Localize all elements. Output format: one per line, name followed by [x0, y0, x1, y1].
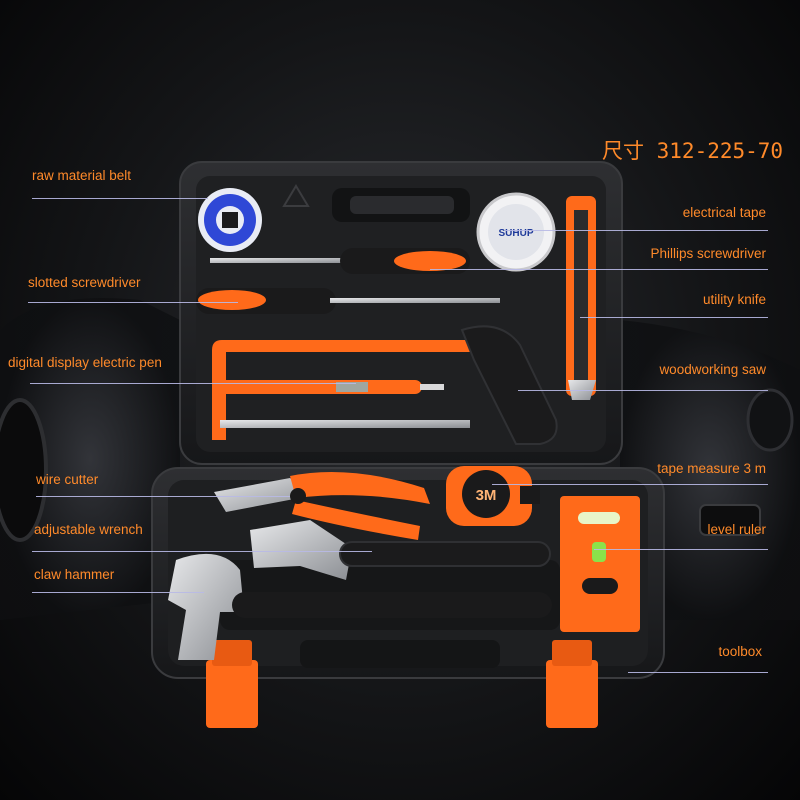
leader-slotted-screwdriver [28, 302, 238, 303]
leader-tape-measure [492, 484, 768, 485]
label-digital-pen: digital display electric pen [8, 355, 162, 370]
label-electrical-tape: electrical tape [682, 205, 766, 220]
leader-wire-cutter [36, 496, 290, 497]
woodworking-saw [212, 325, 558, 445]
label-adjustable-wrench: adjustable wrench [34, 522, 143, 537]
phillips-screwdriver [210, 248, 470, 274]
toolbox-latches [206, 640, 598, 728]
leader-level-ruler [594, 549, 768, 550]
label-slotted-screwdriver: slotted screwdriver [28, 275, 141, 290]
electrical-tape-brand: SUHUP [498, 228, 533, 239]
level-ruler [560, 496, 640, 632]
size-spec-text: 尺寸 312-225-70 [602, 139, 784, 163]
leader-adjustable-wrench [32, 551, 372, 552]
electrical-tape: SUHUP [476, 192, 556, 272]
label-level-ruler: level ruler [707, 522, 766, 537]
raw-material-belt [198, 188, 262, 252]
claw-hammer [168, 553, 552, 660]
label-toolbox: toolbox [718, 644, 762, 659]
slotted-screwdriver [196, 288, 500, 314]
label-claw-hammer: claw hammer [34, 567, 115, 582]
wire-cutter [214, 472, 430, 540]
label-tape-measure: tape measure 3 m [657, 461, 766, 476]
leader-toolbox [628, 672, 768, 673]
leader-woodworking-saw [518, 390, 768, 391]
label-woodworking-saw: woodworking saw [659, 362, 766, 377]
utility-knife [566, 196, 596, 400]
tape-measure: 3M [446, 466, 540, 526]
leader-claw-hammer [32, 592, 204, 593]
recycle-mark [282, 184, 310, 207]
label-wire-cutter: wire cutter [36, 472, 99, 487]
leader-electrical-tape [506, 230, 768, 231]
label-utility-knife: utility knife [702, 292, 766, 307]
leader-utility-knife [580, 317, 768, 318]
leader-raw-material-belt [32, 198, 208, 199]
leader-phillips-screwdriver [430, 269, 768, 270]
tape-measure-brand: 3M [476, 487, 497, 504]
leader-digital-pen [30, 383, 356, 384]
adjustable-wrench [250, 520, 551, 580]
label-raw-material-belt: raw material belt [32, 168, 132, 183]
label-phillips-screwdriver: Phillips screwdriver [650, 246, 766, 261]
